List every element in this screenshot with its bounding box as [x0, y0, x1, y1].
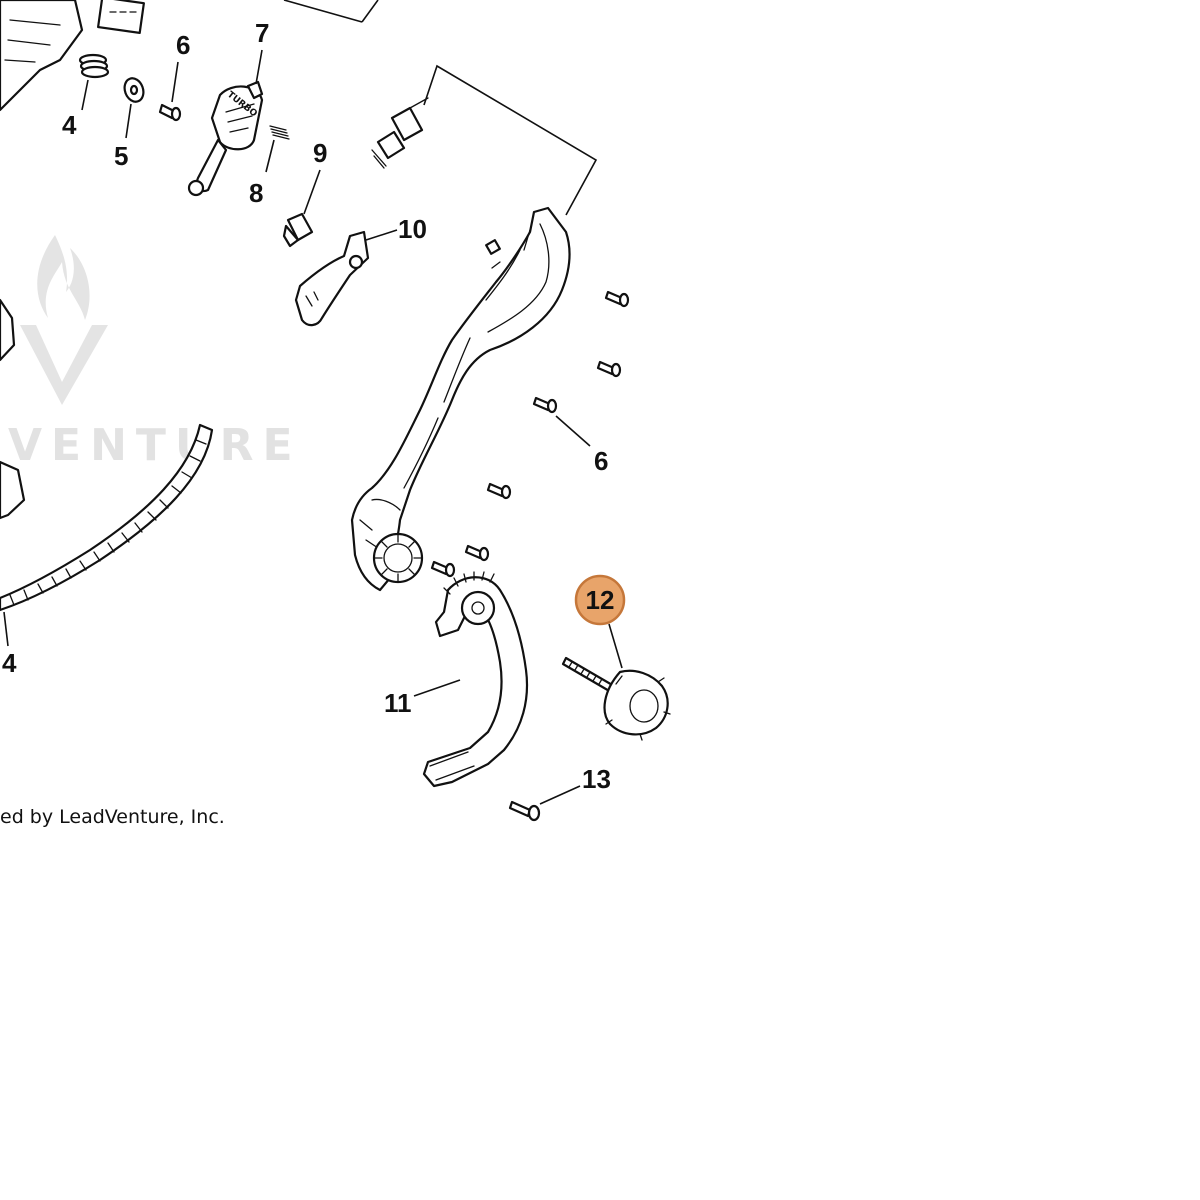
- lever-part: [294, 230, 370, 327]
- turbo-trigger: TURBO: [187, 80, 264, 197]
- callout-9: 9: [313, 138, 327, 168]
- screw-group-right: [430, 290, 630, 578]
- callout-10: 10: [398, 214, 427, 244]
- callout-6-lower: 6: [594, 446, 608, 476]
- leader-lines: [3, 0, 623, 805]
- flex-belt: [0, 423, 214, 612]
- screw-part-13: [508, 800, 541, 822]
- callout-4-lower: 4: [2, 648, 17, 678]
- callout-6: 6: [176, 30, 190, 60]
- callout-11: 11: [384, 688, 412, 718]
- bracket-part: [422, 571, 529, 788]
- callout-7: 7: [255, 18, 269, 48]
- cable-switch-part: [371, 97, 429, 169]
- callout-5: 5: [114, 141, 128, 171]
- left-body-fragment: [0, 298, 26, 520]
- screw-part-top: [158, 103, 182, 122]
- main-handle: [350, 206, 571, 592]
- copyright-text: ed by LeadVenture, Inc.: [0, 806, 225, 828]
- block-part: [282, 212, 314, 248]
- washer-part: [123, 77, 145, 103]
- callout-labels: 4 5 6 7 8 9 10 6 4 11 13: [2, 18, 611, 794]
- highlighted-callout-12[interactable]: 12: [574, 574, 626, 626]
- housing-fragment: [0, 0, 145, 112]
- watermark-text: VENTURE: [8, 420, 302, 471]
- callout-12: 12: [586, 585, 615, 615]
- callout-8: 8: [249, 178, 263, 208]
- callout-13: 13: [582, 764, 611, 794]
- knob-bolt-part: [561, 656, 671, 741]
- callout-4: 4: [62, 110, 77, 140]
- small-spring-part: [269, 125, 290, 140]
- spring-part: [78, 53, 110, 79]
- watermark-logo: [20, 235, 108, 405]
